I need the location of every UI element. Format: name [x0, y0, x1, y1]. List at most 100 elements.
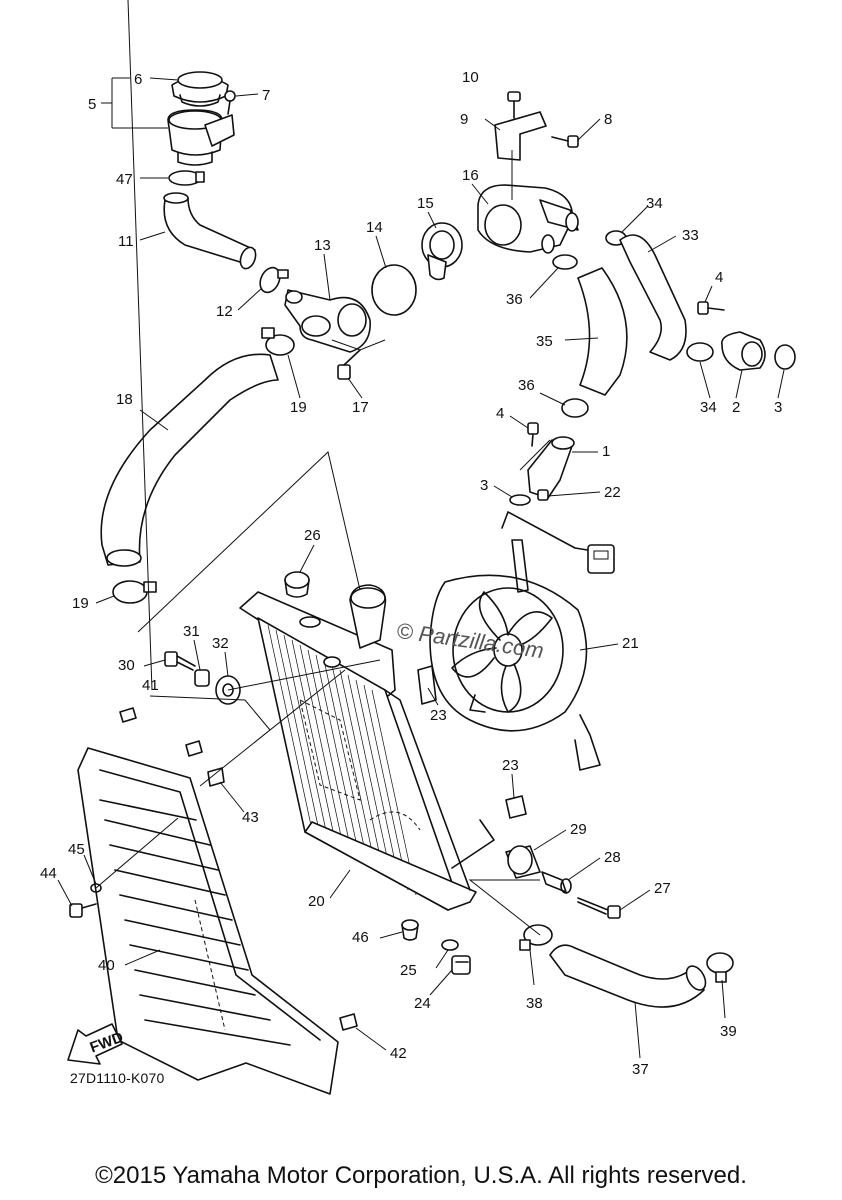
damper-29-part[interactable]: [505, 845, 541, 879]
callout-22[interactable]: 22: [604, 484, 621, 501]
bolt-22-part[interactable]: [537, 489, 549, 501]
thermostat-15-part[interactable]: [421, 222, 463, 281]
bolt-17-part[interactable]: [337, 349, 361, 380]
callout-5[interactable]: 5: [88, 96, 96, 113]
clamp-36a-part[interactable]: [552, 254, 578, 270]
callout-24[interactable]: 24: [414, 995, 431, 1012]
joint-2-part[interactable]: [721, 331, 766, 371]
callout-21[interactable]: 21: [622, 635, 639, 652]
callout-45[interactable]: 45: [68, 841, 85, 858]
nut-23a-part[interactable]: [417, 665, 437, 705]
callout-34b[interactable]: 34: [700, 399, 717, 416]
clamp-47-part[interactable]: [168, 170, 205, 186]
callout-36a[interactable]: 36: [506, 291, 523, 308]
bolt-4b-part[interactable]: [527, 422, 539, 447]
callout-46[interactable]: 46: [352, 929, 369, 946]
hose-33-part[interactable]: [619, 234, 687, 361]
callout-32[interactable]: 32: [212, 635, 229, 652]
callout-23a[interactable]: 23: [430, 707, 447, 724]
screw-7-part[interactable]: [224, 90, 236, 115]
callout-20[interactable]: 20: [308, 893, 325, 910]
filler-neck-part[interactable]: [167, 109, 235, 166]
bolt-30-part[interactable]: [164, 651, 196, 671]
callout-2[interactable]: 2: [732, 399, 740, 416]
cap-26-part[interactable]: [284, 571, 310, 598]
clip-42-part[interactable]: [339, 1013, 358, 1031]
bolt-10-part[interactable]: [507, 91, 521, 119]
oring-14-part[interactable]: [371, 264, 417, 316]
callout-18[interactable]: 18: [116, 391, 133, 408]
collar-28-part[interactable]: [541, 871, 572, 894]
oring-3b-part[interactable]: [509, 494, 531, 506]
bolt-27-part[interactable]: [577, 897, 621, 919]
clamp-19b-part[interactable]: [112, 580, 157, 604]
radiator-cap-part[interactable]: [171, 71, 229, 107]
callout-35[interactable]: 35: [536, 333, 553, 350]
clamp-34b-part[interactable]: [686, 342, 714, 362]
clip-41b-part[interactable]: [185, 740, 203, 757]
callout-4b[interactable]: 4: [496, 405, 504, 422]
callout-3b[interactable]: 3: [480, 477, 488, 494]
hose-18-part[interactable]: [100, 353, 279, 567]
callout-47[interactable]: 47: [116, 171, 133, 188]
cover-16-part[interactable]: [477, 184, 579, 254]
callout-39[interactable]: 39: [720, 1023, 737, 1040]
callout-30[interactable]: 30: [118, 657, 135, 674]
callout-44[interactable]: 44: [40, 865, 57, 882]
callout-11[interactable]: 11: [118, 233, 134, 250]
callout-40[interactable]: 40: [98, 957, 115, 974]
callout-27[interactable]: 27: [654, 880, 671, 897]
callout-23b[interactable]: 23: [502, 757, 519, 774]
clamp-19a-part[interactable]: [261, 327, 295, 356]
bolt-44-part[interactable]: [69, 903, 97, 918]
radiator-20-part[interactable]: [239, 584, 495, 911]
nut-23b-part[interactable]: [505, 795, 527, 819]
callout-36b[interactable]: 36: [518, 377, 535, 394]
callout-12[interactable]: 12: [216, 303, 233, 320]
hose-35-part[interactable]: [577, 267, 628, 396]
clamp-12-part[interactable]: [256, 264, 289, 295]
bolt-8-part[interactable]: [551, 135, 579, 148]
callout-1[interactable]: 1: [602, 443, 610, 460]
radiator-cover-40-part[interactable]: [77, 747, 339, 1095]
clamp-39-part[interactable]: [706, 952, 734, 983]
callout-41[interactable]: 41: [142, 677, 159, 694]
callout-3a[interactable]: 3: [774, 399, 782, 416]
callout-10[interactable]: 10: [462, 69, 479, 86]
oring-3a-part[interactable]: [774, 344, 796, 370]
callout-19b[interactable]: 19: [72, 595, 89, 612]
hose-11-part[interactable]: [163, 192, 258, 271]
callout-8[interactable]: 8: [604, 111, 612, 128]
callout-28[interactable]: 28: [604, 849, 621, 866]
clamp-36b-part[interactable]: [561, 398, 589, 418]
pipe-1-part[interactable]: [527, 436, 575, 499]
callout-19a[interactable]: 19: [290, 399, 307, 416]
callout-13[interactable]: 13: [314, 237, 331, 254]
clip-41a-part[interactable]: [119, 707, 137, 723]
callout-16[interactable]: 16: [462, 167, 479, 184]
callout-31[interactable]: 31: [183, 623, 200, 640]
callout-9[interactable]: 9: [460, 111, 468, 128]
hose-37-part[interactable]: [549, 944, 709, 1008]
callout-43[interactable]: 43: [242, 809, 259, 826]
washer-25-part[interactable]: [441, 939, 459, 951]
bolt-4a-part[interactable]: [697, 301, 725, 315]
bracket-9-part[interactable]: [494, 111, 547, 161]
callout-42[interactable]: 42: [390, 1045, 407, 1062]
callout-37[interactable]: 37: [632, 1061, 649, 1078]
callout-14[interactable]: 14: [366, 219, 383, 236]
callout-7[interactable]: 7: [262, 87, 270, 104]
fan-21-part[interactable]: [429, 511, 615, 771]
callout-6[interactable]: 6: [134, 71, 142, 88]
plug-46-part[interactable]: [401, 919, 419, 941]
callout-38[interactable]: 38: [526, 995, 543, 1012]
callout-15[interactable]: 15: [417, 195, 434, 212]
callout-26[interactable]: 26: [304, 527, 321, 544]
callout-25[interactable]: 25: [400, 962, 417, 979]
callout-33[interactable]: 33: [682, 227, 699, 244]
pipe-13-part[interactable]: [284, 289, 371, 353]
collar-31-part[interactable]: [194, 669, 210, 687]
callout-29[interactable]: 29: [570, 821, 587, 838]
callout-17[interactable]: 17: [352, 399, 369, 416]
damper-43-part[interactable]: [207, 767, 225, 787]
